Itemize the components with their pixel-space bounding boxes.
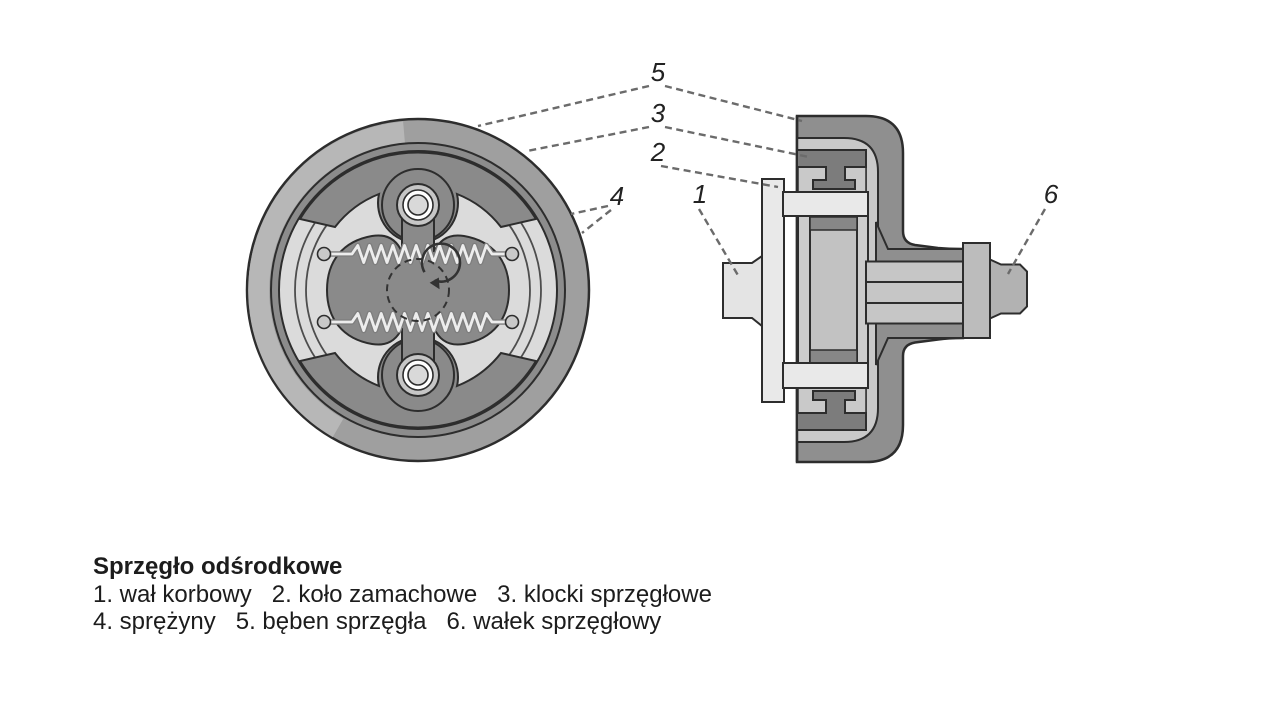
figure-title: Sprzęgło odśrodkowe: [93, 553, 343, 580]
callouts: [477, 84, 1047, 278]
callout-3: 3: [651, 98, 666, 128]
rotation-arrow-icon: [420, 242, 462, 290]
drum-rim-highlight: [248, 121, 405, 438]
hub-strip-left: [797, 215, 811, 364]
callout-6: 6: [1044, 179, 1059, 209]
legend-line-1: 1. wał korbowy 2. koło zamachowe 3. kloc…: [93, 581, 712, 608]
legend-line-2: 4. sprężyny 5. bęben sprzęgła 6. wałek s…: [93, 608, 662, 635]
rotation-dashed-circle: [386, 258, 450, 322]
section-view: [722, 114, 1028, 464]
callout-1: 1: [693, 179, 707, 209]
leader-5-left: [477, 84, 650, 128]
callout-2: 2: [650, 137, 666, 167]
pivot-bottom: [396, 353, 440, 397]
callout-5: 5: [651, 57, 666, 87]
flywheel-plate: [761, 178, 785, 403]
leader-4-upper: [570, 204, 609, 216]
spring-pin: [316, 246, 332, 262]
carrier-bar-bottom: [782, 362, 869, 389]
spring-pin: [316, 314, 332, 330]
spring-pin: [504, 314, 520, 330]
hub-bearing-top: [809, 216, 858, 231]
leader-3-right: [664, 125, 810, 159]
splined-shaft: [865, 260, 964, 325]
carrier-bar-top: [782, 191, 869, 217]
spring-pin: [504, 246, 520, 262]
callout-4: 4: [610, 181, 624, 211]
output-shaft-end: [989, 257, 1028, 321]
input-shaft: [722, 254, 763, 329]
leader-3-left: [526, 125, 650, 153]
leader-6: [1006, 208, 1047, 275]
clutch-block-bottom: [796, 390, 867, 431]
hub-bearing-bottom: [809, 349, 858, 364]
leader-2: [660, 164, 779, 189]
caption-block: Sprzęgło odśrodkowe 1. wał korbowy 2. ko…: [93, 553, 712, 635]
pivot-top: [396, 183, 440, 227]
clutch-block-top: [796, 149, 867, 190]
spring-bottom: [330, 310, 510, 334]
shaft-collar: [962, 242, 991, 339]
hub-center: [809, 216, 858, 364]
leader-1: [697, 208, 741, 278]
leader-4-lower: [581, 209, 612, 234]
callout-numbers: 5 3 2 4 1 6: [610, 57, 1059, 211]
leader-5-right: [664, 84, 803, 123]
front-view: [245, 117, 591, 463]
